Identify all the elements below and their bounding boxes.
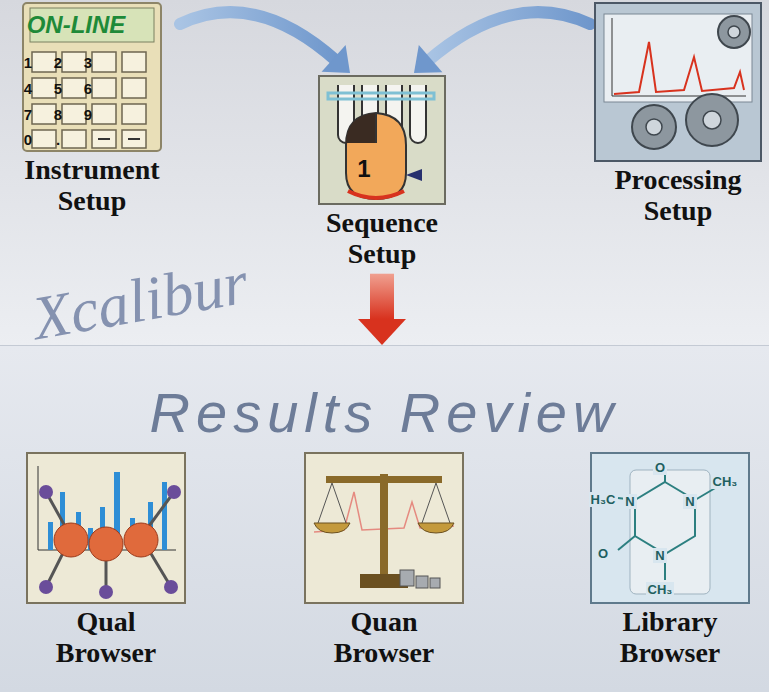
atom-label: N — [683, 494, 696, 509]
node-label: Qual Browser — [22, 604, 190, 671]
key-label: . — [47, 132, 69, 147]
sequence-icon — [318, 75, 446, 205]
key-label: 2 — [47, 55, 69, 70]
atom-label: H₃C — [589, 492, 618, 507]
atom-label: O — [653, 460, 667, 475]
flow-arrow — [414, 12, 590, 73]
node-label: Processing Setup — [592, 162, 764, 229]
node-label: Instrument Setup — [6, 152, 178, 219]
node-label: Quan Browser — [300, 604, 468, 671]
key-label: 1 — [17, 55, 39, 70]
results-review-band: Results Review Qual Browser Quan Browser — [0, 345, 769, 692]
key-label: 6 — [77, 81, 99, 96]
qual-icon — [26, 452, 186, 604]
instrument-setup-node: Instrument Setup ON-LINE 123 456 789 0. — [6, 2, 178, 219]
qual-browser-node: Qual Browser — [22, 452, 190, 671]
key-label: 7 — [17, 107, 39, 122]
atom-label: CH₃ — [646, 582, 675, 597]
atom-label: O — [596, 546, 610, 561]
quan-icon — [304, 452, 464, 604]
atom-label: CH₃ — [711, 474, 740, 489]
library-browser-node: Library Browser H₃C O N O N N CH₃ CH₃ — [585, 452, 755, 671]
processing-setup-node: Processing Setup — [592, 2, 764, 229]
sequence-setup-node: Sequence Setup 1 — [306, 75, 458, 272]
key-label: 9 — [77, 107, 99, 122]
quan-browser-node: Quan Browser — [300, 452, 468, 671]
key-label: 5 — [47, 81, 69, 96]
lcd-text: ON-LINE — [16, 13, 136, 37]
key-label: 0 — [17, 132, 39, 147]
flow-arrow — [358, 274, 406, 345]
node-label: Sequence Setup — [306, 205, 458, 272]
key-label: 3 — [77, 55, 99, 70]
atom-label: N — [623, 494, 636, 509]
watermark: Xcalibur — [7, 247, 274, 353]
atom-label: N — [653, 548, 666, 563]
key-label: 4 — [17, 81, 39, 96]
key-label: 8 — [47, 107, 69, 122]
callout-number: 1 — [351, 157, 377, 181]
processing-icon — [594, 2, 762, 162]
band-title: Results Review — [0, 380, 769, 447]
node-label: Library Browser — [585, 604, 755, 671]
flow-arrow — [180, 12, 350, 73]
